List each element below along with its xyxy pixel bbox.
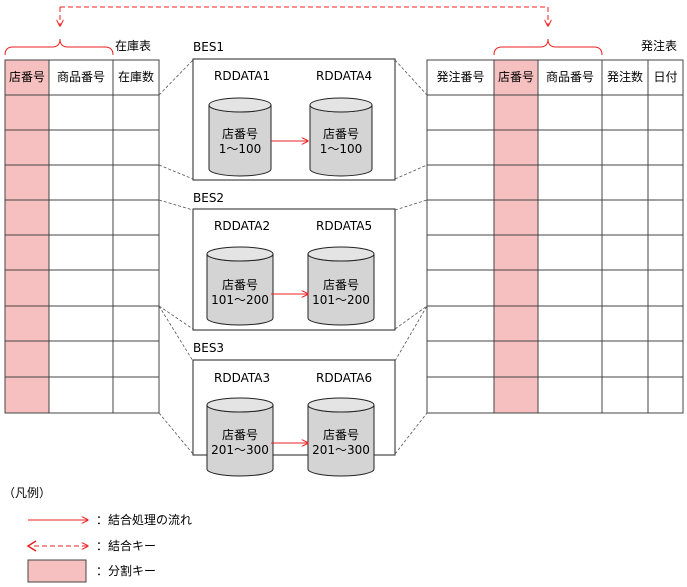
cylinder-rddata6 xyxy=(307,397,375,477)
bes1-box xyxy=(192,58,396,181)
bes1-left-db-range: 1～100 xyxy=(218,142,262,156)
bes2-label: BES2 xyxy=(193,191,225,205)
bes2-right-db-name: RDDATA5 xyxy=(316,219,373,233)
inventory-table-grid xyxy=(4,59,160,414)
order-col-date: 日付 xyxy=(653,70,678,84)
inventory-table-title: 在庫表 xyxy=(115,39,152,53)
inventory-col-store-no: 店番号 xyxy=(8,70,45,84)
bes1-left-db-name: RDDATA1 xyxy=(214,69,271,83)
legend-title: （凡例） xyxy=(3,486,52,500)
bes2-box xyxy=(192,208,396,331)
order-table-title: 発注表 xyxy=(641,39,678,53)
inventory-col-stock-qty: 在庫数 xyxy=(117,70,154,84)
bes2-right-db-key: 店番号 xyxy=(322,278,359,292)
bes2-left-db-range: 101～200 xyxy=(211,293,269,307)
bes3-left-db-key: 店番号 xyxy=(221,428,258,442)
cylinder-rddata4 xyxy=(309,97,373,177)
order-col-order-no: 発注番号 xyxy=(436,70,485,84)
legend-item-partition-key: ：分割キー xyxy=(96,564,157,578)
join-flow-arrows xyxy=(271,141,308,443)
bes3-right-db-name: RDDATA6 xyxy=(316,371,373,385)
bes1-right-db-key: 店番号 xyxy=(322,127,359,141)
legend-graphics xyxy=(26,520,88,583)
bes3-box xyxy=(192,359,396,456)
bes3-left-db-name: RDDATA3 xyxy=(214,371,271,385)
database-cylinders xyxy=(206,97,375,477)
order-partition-brace xyxy=(493,38,603,56)
inventory-partition-brace xyxy=(4,38,114,56)
cylinder-rddata2 xyxy=(206,246,274,326)
join-key-arrow xyxy=(60,6,548,26)
bes3-right-db-key: 店番号 xyxy=(322,428,359,442)
mapping-lines xyxy=(158,59,428,455)
inventory-col-product-no: 商品番号 xyxy=(56,70,105,84)
legend-item-join-flow: ：結合処理の流れ xyxy=(96,513,193,527)
order-table-grid xyxy=(426,59,684,414)
bes1-label: BES1 xyxy=(193,40,225,54)
order-col-order-qty: 発注数 xyxy=(606,70,643,84)
order-col-product-no: 商品番号 xyxy=(545,70,594,84)
bes3-right-db-range: 201～300 xyxy=(312,443,370,457)
cylinder-rddata3 xyxy=(206,397,274,477)
bes2-right-db-range: 101～200 xyxy=(312,293,370,307)
cylinder-rddata5 xyxy=(307,246,375,326)
legend-item-join-key: ：結合キー xyxy=(96,539,157,553)
bes3-left-db-range: 201～300 xyxy=(211,443,269,457)
bes2-left-db-name: RDDATA2 xyxy=(214,219,271,233)
bes3-label: BES3 xyxy=(193,341,225,355)
bes1-left-db-key: 店番号 xyxy=(221,127,258,141)
bes2-left-db-key: 店番号 xyxy=(221,278,258,292)
bes1-right-db-range: 1～100 xyxy=(319,142,363,156)
cylinder-rddata1 xyxy=(208,97,272,177)
bes1-right-db-name: RDDATA4 xyxy=(316,69,373,83)
order-col-store-no: 店番号 xyxy=(497,70,534,84)
